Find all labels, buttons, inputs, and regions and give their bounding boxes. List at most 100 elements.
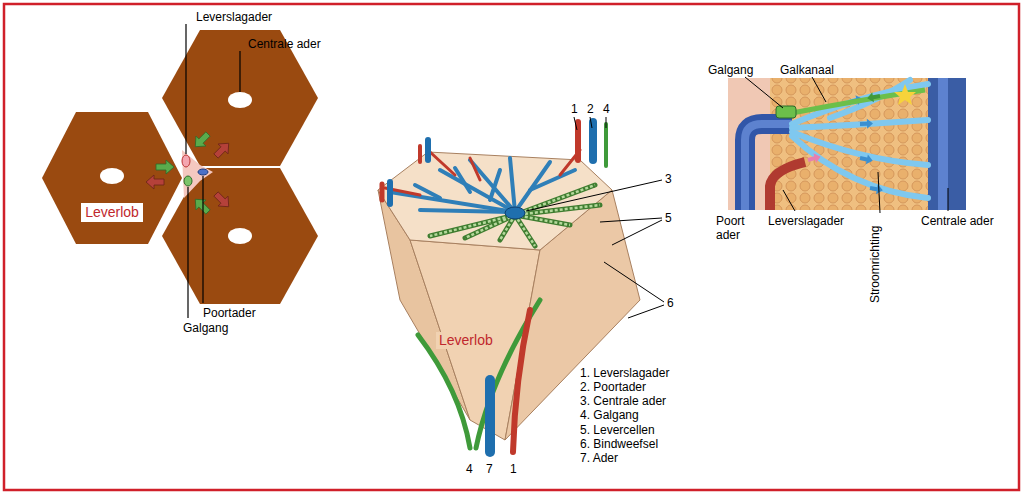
liver-cell-cords <box>430 185 600 246</box>
line-shape <box>604 262 664 302</box>
star-cell <box>894 84 916 105</box>
path-shape <box>859 153 874 165</box>
path-shape <box>510 158 515 212</box>
line-shape <box>612 220 662 245</box>
bottom-vessels <box>418 300 540 452</box>
path-shape <box>604 124 608 166</box>
flow-arrow <box>156 160 174 174</box>
line-shape <box>187 187 188 318</box>
callout-number: 1 <box>571 102 578 116</box>
lobule-label: Leverlob <box>81 203 143 222</box>
corner-vessels <box>382 122 606 204</box>
bile-duct <box>776 106 796 118</box>
part-label: Leverslagader <box>196 10 272 24</box>
part-label: Galkanaal <box>780 63 834 77</box>
path-shape <box>380 184 385 200</box>
key-entry: 6. Bindweefsel <box>580 437 658 451</box>
line-shape <box>878 172 880 213</box>
central-vein-highlight <box>938 78 948 210</box>
line-shape <box>239 51 240 92</box>
callout-number: 2 <box>587 102 594 116</box>
lobule-label: Leverlob <box>436 332 496 349</box>
part-label: Poortader <box>203 306 256 320</box>
path-shape <box>425 140 431 160</box>
bile-duct <box>184 176 192 186</box>
key-entry: 5. Levercellen <box>580 423 655 437</box>
key-entry: 1. Leverslagader <box>580 366 669 380</box>
path-shape <box>575 122 581 160</box>
line-shape <box>628 305 664 318</box>
liver-cells <box>430 185 600 246</box>
lobule-top <box>378 152 612 250</box>
portal-vein <box>198 169 208 175</box>
flow-arrow <box>190 194 213 217</box>
path-shape <box>869 183 884 195</box>
path-shape <box>465 215 515 238</box>
part-label: Poort ader <box>716 214 756 242</box>
hexagon-shape <box>42 112 182 244</box>
line-shape <box>745 77 783 108</box>
path-shape <box>830 80 910 118</box>
flow-arrow <box>146 175 164 189</box>
line-shape <box>185 24 186 154</box>
path-shape <box>513 310 530 452</box>
path-shape <box>455 168 470 192</box>
path-shape <box>792 136 928 198</box>
hepatic-artery <box>770 162 805 210</box>
path-shape <box>860 119 873 129</box>
path-shape <box>418 146 422 162</box>
path-shape <box>530 170 575 190</box>
line-shape <box>526 180 662 211</box>
tissue <box>728 78 966 210</box>
line-shape <box>574 117 577 130</box>
path-shape <box>515 215 535 246</box>
flow-arrow <box>807 152 822 165</box>
path-shape <box>420 210 515 212</box>
callout-number: 5 <box>665 211 672 225</box>
key-entry: 4. Galgang <box>580 408 639 422</box>
callout-number: 4 <box>603 102 610 116</box>
frame <box>4 4 1019 490</box>
path-shape <box>430 215 515 236</box>
artery <box>182 155 190 167</box>
hepatocytes <box>728 78 966 210</box>
flow-arrow <box>190 129 213 152</box>
central-vein <box>228 228 252 244</box>
path-shape <box>470 158 480 180</box>
path-shape <box>589 122 597 160</box>
flow-arrow <box>866 91 881 103</box>
sinusoids <box>792 80 928 198</box>
line-shape <box>590 117 592 128</box>
path-shape <box>418 335 470 448</box>
callout-number: 6 <box>667 296 674 310</box>
path-shape <box>490 170 500 200</box>
central-vein <box>100 168 124 184</box>
hexagon-outline <box>42 112 182 244</box>
path-shape <box>485 380 495 452</box>
lobule-hexagon: Leverlob <box>42 112 182 244</box>
callout-number: 1 <box>510 462 517 476</box>
line-shape <box>783 190 795 211</box>
portal-triad <box>182 150 213 198</box>
part-label: Centrale ader <box>248 37 321 51</box>
line-shape <box>600 218 662 222</box>
central-vein <box>228 92 252 108</box>
path-shape <box>430 152 455 175</box>
central-vein <box>505 207 525 219</box>
line-shape <box>948 188 949 211</box>
leader-lines <box>186 24 240 318</box>
line-shape <box>202 176 203 303</box>
central-vein <box>928 78 966 210</box>
flow-label: Stroomrichting <box>868 226 882 303</box>
callout-number: 4 <box>466 462 473 476</box>
arterioles <box>385 150 580 195</box>
key-entry: 2. Poortader <box>580 380 646 394</box>
part-label: Centrale ader <box>921 214 994 228</box>
part-label: Galgang <box>708 63 753 77</box>
key-entry: 3. Centrale ader <box>580 394 666 408</box>
part-label: Leverslagader <box>768 214 844 228</box>
leader-lines <box>745 77 948 213</box>
path-shape <box>792 132 928 165</box>
part-label: Galgang <box>183 321 228 335</box>
